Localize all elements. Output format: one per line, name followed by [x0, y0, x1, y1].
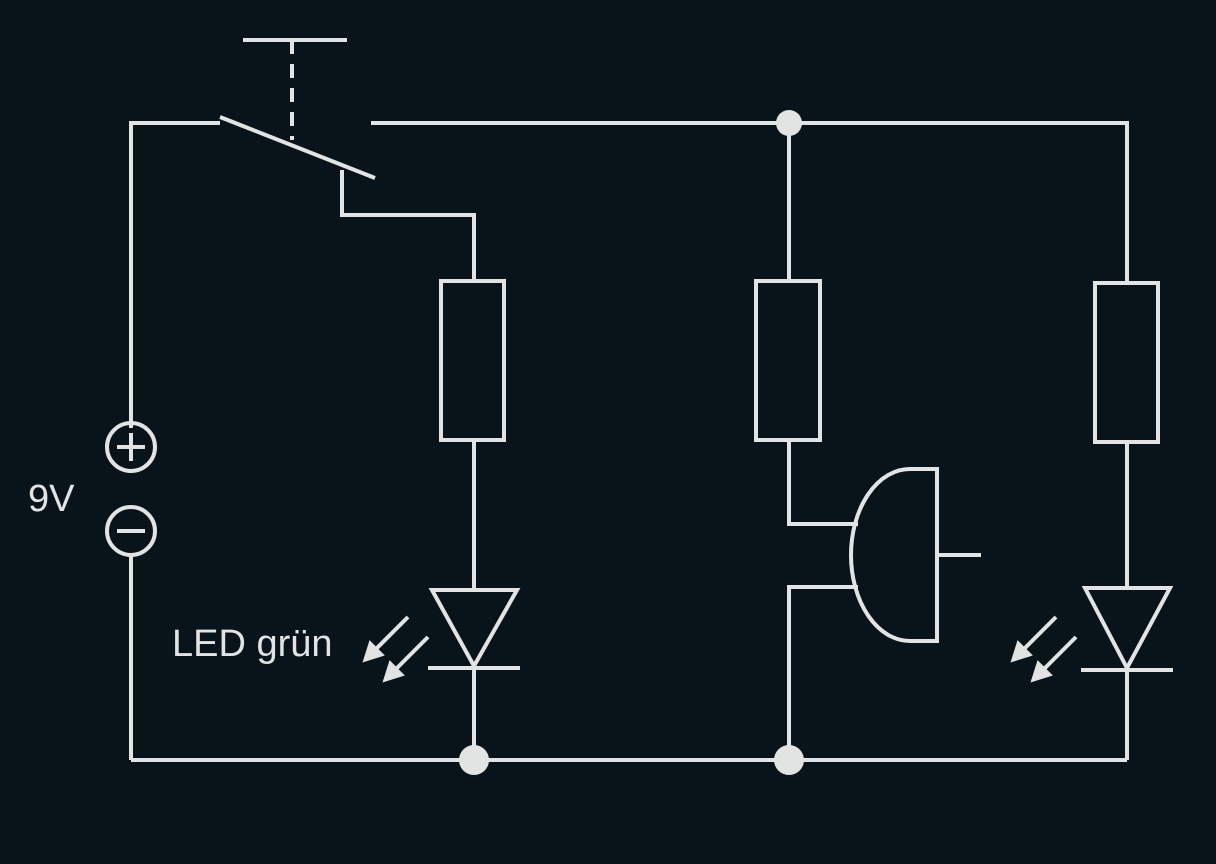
voltage-label: 9V: [28, 478, 75, 520]
resistor-2: [754, 279, 822, 442]
wire-top-rail: [371, 121, 1129, 283]
led-1: [428, 588, 521, 671]
wire-resistor-2-to-speaker: [787, 440, 858, 526]
junction-bottom-middle: [774, 745, 804, 775]
resistor-3: [1093, 281, 1160, 444]
wire-switch-to-resistor-1: [340, 170, 476, 281]
resistor-1: [439, 279, 506, 442]
battery-9v: [105, 421, 157, 557]
speaker-body: [849, 467, 939, 643]
speaker-symbol: [849, 467, 939, 643]
switch-contact-blade: [219, 115, 376, 180]
battery-plus-circle: [105, 421, 157, 473]
junctions: [459, 110, 804, 775]
led-1-triangle: [428, 588, 521, 671]
led-2-light-arrows-icon: [1010, 615, 1078, 683]
wire-speaker-to-bottom: [787, 585, 858, 760]
led-2-triangle: [1081, 586, 1174, 673]
led-1-light-arrows-icon: [362, 615, 430, 683]
battery-minus-circle: [105, 505, 157, 557]
wires: [129, 121, 1129, 762]
led-2: [1081, 586, 1174, 673]
junction-top: [776, 110, 802, 136]
junction-bottom-left: [459, 745, 489, 775]
wire-battery-to-switch: [129, 121, 220, 428]
led-label: LED grün: [172, 623, 333, 665]
push-button-switch: [219, 38, 376, 180]
